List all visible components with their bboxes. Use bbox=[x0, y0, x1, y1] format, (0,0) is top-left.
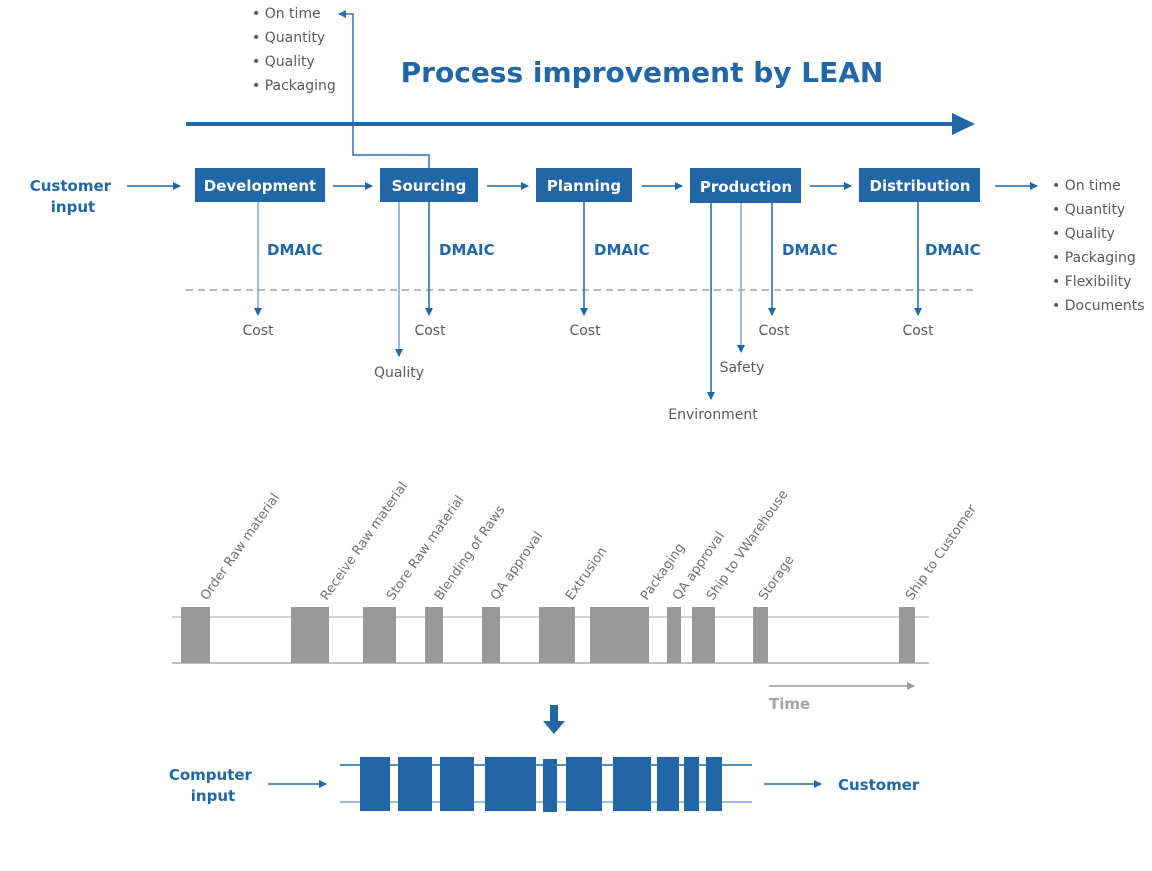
improved-step-bar bbox=[566, 757, 602, 811]
feedback-item: • Quality bbox=[252, 54, 315, 70]
dmaic-label: DMAIC bbox=[594, 241, 650, 259]
timeline-step-bar bbox=[692, 607, 715, 663]
result-item: • Quality bbox=[1052, 226, 1115, 242]
improved-step-bar bbox=[398, 757, 432, 811]
customer-output-label: Customer bbox=[838, 776, 920, 794]
timeline-step-bar bbox=[753, 607, 768, 663]
dmaic-label: DMAIC bbox=[267, 241, 323, 259]
result-list: • On time • Quantity • Quality • Packagi… bbox=[1052, 178, 1145, 314]
output-environment: Environment bbox=[668, 407, 758, 423]
process-step-sourcing[interactable]: Sourcing bbox=[380, 168, 478, 202]
customer-input-label: Customer input bbox=[30, 177, 117, 216]
timeline-step-label: QA approval bbox=[488, 529, 546, 603]
timeline-step-label: Ship to Customer bbox=[903, 502, 980, 604]
dmaic-label: DMAIC bbox=[925, 241, 981, 259]
feedback-item: • On time bbox=[252, 6, 321, 22]
timeline-step-bar bbox=[482, 607, 500, 663]
timeline-step-label: Order Raw material bbox=[198, 491, 283, 603]
time-label: Time bbox=[769, 695, 810, 713]
dmaic-label: DMAIC bbox=[782, 241, 838, 259]
timeline-step-label: Extrusion bbox=[563, 545, 610, 604]
output-safety: Safety bbox=[720, 360, 765, 376]
step-label: Development bbox=[204, 177, 316, 195]
result-item: • On time bbox=[1052, 178, 1121, 194]
process-step-production[interactable]: Production bbox=[690, 168, 801, 203]
computer-input-label: Computer input bbox=[169, 766, 257, 805]
step-label: Production bbox=[700, 178, 792, 196]
timeline-step-bar bbox=[425, 607, 443, 663]
step-label: Sourcing bbox=[392, 177, 467, 195]
improved-step-bar bbox=[684, 757, 699, 811]
improved-step-bar bbox=[613, 757, 651, 811]
dmaic-label: DMAIC bbox=[439, 241, 495, 259]
improved-step-bar bbox=[543, 759, 557, 812]
timeline-step-label: Storage bbox=[756, 553, 797, 603]
timeline-step-bar bbox=[363, 607, 396, 663]
output-cost: Cost bbox=[242, 323, 274, 339]
output-cost: Cost bbox=[758, 323, 790, 339]
step-label: Distribution bbox=[870, 177, 971, 195]
improved-step-bar bbox=[360, 757, 390, 811]
process-step-distribution[interactable]: Distribution bbox=[859, 168, 980, 202]
timeline-step-bar bbox=[539, 607, 575, 663]
lean-progress-arrow bbox=[186, 113, 975, 135]
feedback-arrow bbox=[338, 10, 430, 168]
improved-step-bar bbox=[440, 757, 474, 811]
feedback-list: • On time • Quantity • Quality • Packagi… bbox=[252, 6, 336, 94]
output-quality: Quality bbox=[374, 365, 424, 381]
timeline-step-bar bbox=[667, 607, 681, 663]
result-item: • Documents bbox=[1052, 298, 1145, 314]
page-title: Process improvement by LEAN bbox=[401, 56, 884, 89]
feedback-item: • Quantity bbox=[252, 30, 325, 46]
output-cost: Cost bbox=[902, 323, 934, 339]
improved-step-bar bbox=[657, 757, 679, 811]
result-item: • Packaging bbox=[1052, 250, 1136, 266]
timeline-step-bar bbox=[899, 607, 915, 663]
timeline-step-bar bbox=[181, 607, 210, 663]
improved-timeline bbox=[340, 757, 752, 812]
process-step-planning[interactable]: Planning bbox=[536, 168, 632, 202]
improved-step-bar bbox=[706, 757, 722, 811]
down-arrow-icon bbox=[543, 705, 565, 734]
improved-step-bar bbox=[485, 757, 536, 811]
result-item: • Quantity bbox=[1052, 202, 1125, 218]
timeline-step-bar bbox=[590, 607, 649, 663]
step-label: Planning bbox=[547, 177, 621, 195]
output-cost: Cost bbox=[414, 323, 446, 339]
output-cost: Cost bbox=[569, 323, 601, 339]
timeline-step-bar bbox=[291, 607, 329, 663]
result-item: • Flexibility bbox=[1052, 274, 1132, 290]
process-step-development[interactable]: Development bbox=[195, 168, 325, 202]
feedback-item: • Packaging bbox=[252, 78, 336, 94]
